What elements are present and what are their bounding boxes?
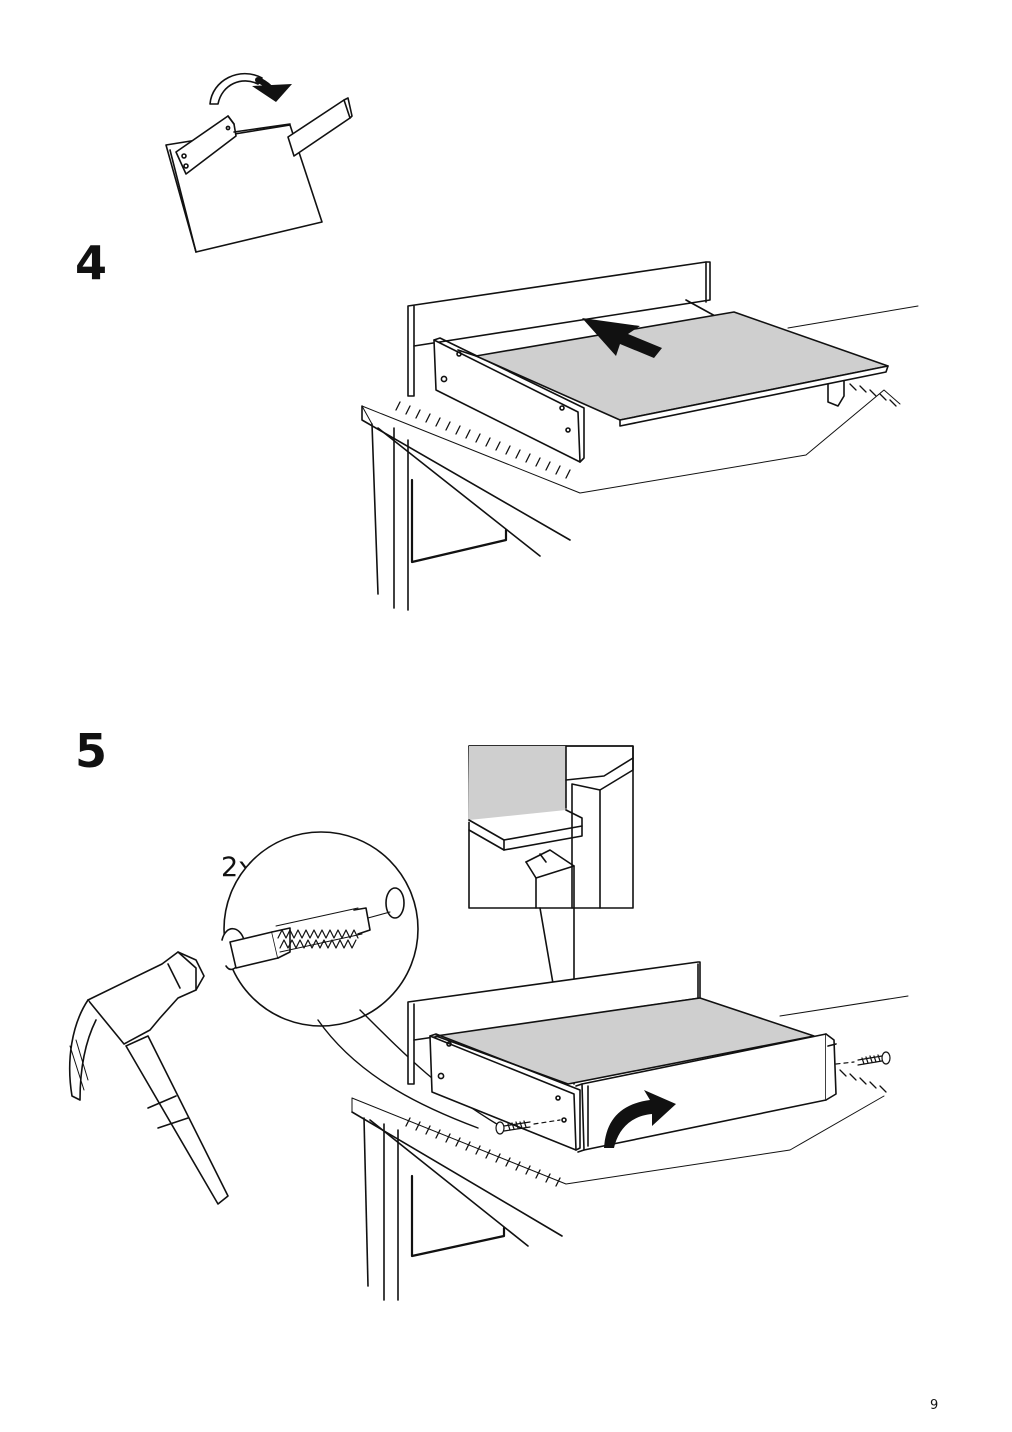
- step-4-flip-detail: [165, 72, 353, 253]
- screw-icon: [835, 1051, 891, 1066]
- page-number: 9: [930, 1398, 939, 1413]
- push-arrow-icon: [582, 318, 662, 358]
- dowel-icon: [229, 907, 371, 969]
- swing-arrow-icon: [604, 1090, 676, 1148]
- step-4-scene: [361, 261, 919, 611]
- step-5-number: 5: [75, 724, 108, 778]
- screw-icon: [495, 1119, 561, 1135]
- step-4-number: 4: [75, 236, 108, 290]
- hammer-icon: [68, 951, 229, 1205]
- rotate-arrow-icon: [209, 72, 292, 105]
- step-5-magnifier: [221, 831, 501, 1129]
- step-5-scene: [351, 961, 909, 1301]
